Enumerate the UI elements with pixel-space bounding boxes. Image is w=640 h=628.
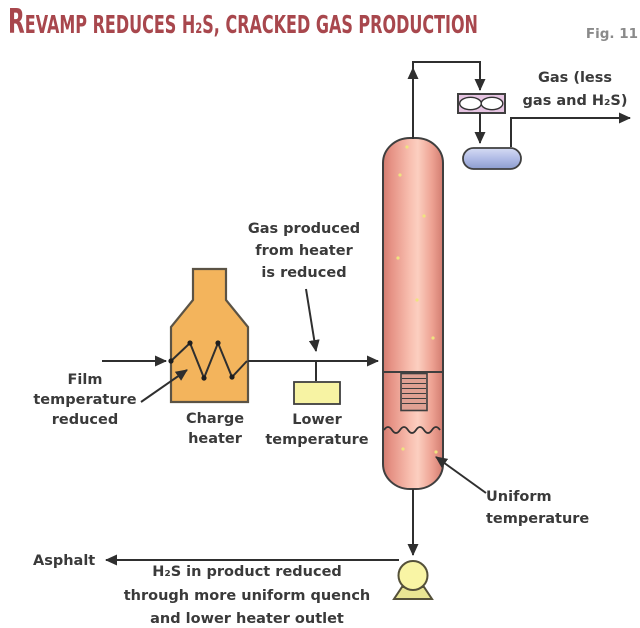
film-leader-arrow: [140, 369, 188, 403]
lower-temperature-box: [293, 381, 341, 405]
charge-heater-label: Charge heater: [185, 411, 245, 447]
process-lines: [102, 61, 631, 566]
gas-produced-label: Gas produced from heater is reduced: [247, 221, 361, 281]
gas-outlet-line: [510, 112, 631, 147]
liquid-level-wave: [383, 426, 441, 434]
heater-coil-dots: [168, 340, 235, 381]
quench-column: [382, 137, 444, 490]
asphalt-label: Asphalt: [33, 553, 96, 569]
film-temperature-label: Film temperature reduced: [33, 372, 137, 428]
charge-heater: [168, 267, 250, 404]
overhead-drum: [462, 147, 522, 170]
uniform-leader-arrow: [435, 456, 487, 494]
page-title: REVAMP REDUCES H₂S, CRACKED GAS PRODUCTI…: [8, 4, 478, 43]
charge-heater-body: [169, 267, 250, 404]
fan-blade-icon: [459, 96, 483, 111]
figure-number: Fig. 11: [585, 26, 638, 42]
uniform-temperature-label: Uniform temperature: [486, 489, 590, 527]
packing-grid-icon: [400, 372, 428, 412]
title-text: EVAMP REDUCES H₂S, CRACKED GAS PRODUCTIO…: [24, 10, 478, 39]
fan-blade-icon: [480, 96, 504, 111]
column-speckles: [396, 145, 438, 454]
heater-coil-icon: [170, 340, 248, 381]
h2s-reduction-caption: H₂S in product reduced through more unif…: [123, 564, 371, 627]
title-initial: R: [8, 2, 25, 42]
gas-produced-leader-arrow: [305, 288, 320, 352]
lower-temperature-label: Lower temperature: [265, 412, 369, 448]
pump-body-icon: [397, 560, 429, 591]
gas-outlet-label: Gas (less gas and H₂S): [522, 70, 628, 109]
overhead-vapor-line: [412, 61, 486, 139]
leader-arrows: [140, 288, 487, 494]
overhead-condenser: [457, 93, 506, 114]
bottoms-pump: [392, 560, 434, 600]
